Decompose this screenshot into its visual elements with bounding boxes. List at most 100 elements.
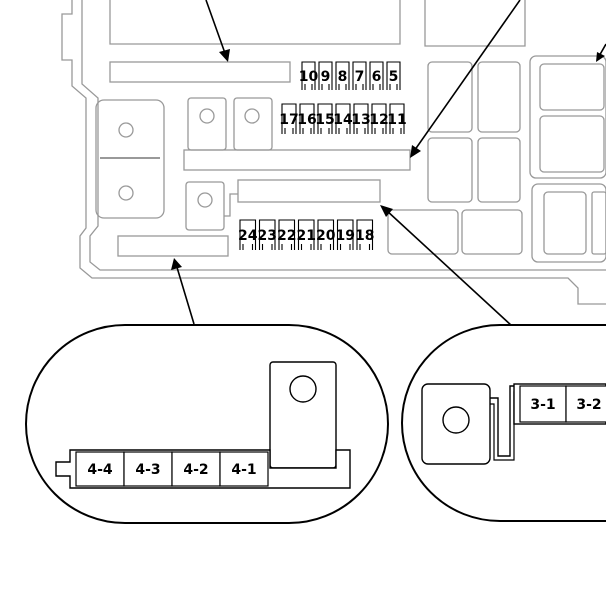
terminal-cell-label: 3-1: [530, 397, 555, 413]
inset-3-terminal-hole: [442, 406, 470, 434]
fuse-number-label: 22: [277, 228, 296, 244]
fuse-number-label: 8: [338, 69, 348, 85]
terminal-post-c-bus: [224, 193, 238, 217]
leader-inset-4: [175, 263, 195, 325]
fuse-number-label: 17: [279, 112, 298, 128]
inset-3-cells: 3-1 3-2: [519, 385, 606, 423]
terminal-post-a-hole: [199, 108, 215, 124]
terminal-cell: [171, 451, 221, 487]
leader-inset-4-arrowhead: [171, 258, 182, 270]
terminal-post-c-hole: [197, 192, 213, 208]
fuse-number-label: 12: [369, 112, 388, 128]
left-mount-hole-bottom: [118, 185, 134, 201]
inset-3-frame: [401, 324, 606, 522]
fuse-slot-outline: [299, 103, 315, 134]
fuse-slot-outline: [317, 103, 333, 134]
fuse-number-label: 15: [315, 112, 334, 128]
terminal-cell-label: 4-2: [183, 462, 208, 478]
terminal-cell: [123, 451, 173, 487]
fuse-slot-outline: [356, 219, 374, 250]
leader-lines: [171, 0, 606, 327]
fuse-number-label: 20: [316, 228, 336, 244]
fuse-slot-outline: [371, 103, 387, 134]
fuse-number-label: 11: [387, 112, 406, 128]
fuse-number-label: 24: [238, 228, 258, 244]
fuse-slot-outline: [318, 61, 333, 90]
fuse-number-label: 9: [321, 69, 331, 85]
terminal-cell-label: 4-3: [135, 462, 160, 478]
fuse-number-label: 13: [351, 112, 370, 128]
fuse-slot-outline: [369, 61, 384, 90]
fuse-slot-outline: [352, 61, 367, 90]
fuse-number-label: 14: [333, 112, 353, 128]
left-mount-hole-top: [118, 122, 134, 138]
relay-a: [427, 61, 473, 133]
relay-d: [477, 137, 521, 203]
relay-b: [477, 61, 521, 133]
fuse-slot-outline: [389, 103, 405, 134]
bus-bar-upper: [109, 61, 291, 83]
fuse-number-label: 7: [355, 69, 365, 85]
relay-e: [387, 209, 459, 255]
fuse-slot-outline: [336, 219, 354, 250]
housing-outer-outline: [61, 0, 606, 305]
fuse-slot-outline: [386, 61, 401, 90]
right-relay-upper: [539, 63, 605, 111]
terminal-cell: [219, 451, 269, 487]
terminal-post-c: [185, 181, 225, 231]
fuse-slot-outline: [335, 103, 351, 134]
terminal-post-a: [187, 97, 227, 151]
bus-bar-lower-right: [237, 179, 381, 203]
right-relay-lower: [539, 115, 605, 173]
fuse-slot-outline: [297, 219, 315, 250]
right-connector-left: [543, 191, 587, 255]
terminal-cell-label: 3-2: [576, 397, 601, 413]
leader-upper-bus: [205, 0, 227, 57]
fuse-number-label: 5: [389, 69, 399, 85]
fuse-number-label: 21: [297, 228, 316, 244]
terminal-post-b-hole: [244, 108, 260, 124]
inset-4-callout: 4-4 4-3 4-2 4-1: [25, 324, 389, 524]
fuse-slot-outline: [239, 219, 257, 250]
terminal-cell: [519, 385, 567, 423]
fuse-slot-outline: [278, 219, 296, 250]
terminal-post-b: [233, 97, 273, 151]
fuse-slot-outline: [353, 103, 369, 134]
leader-right-relay-arrowhead: [596, 52, 605, 62]
fuse-box-housing: [61, 0, 606, 305]
terminal-cell: [565, 385, 606, 423]
top-right-cavity: [424, 0, 526, 47]
relay-c: [427, 137, 473, 203]
inset-3-bus-strap: [490, 385, 518, 457]
relay-f: [461, 209, 523, 255]
bus-bar-lower-left: [117, 235, 229, 257]
fuse-number-label: 10: [299, 69, 319, 85]
right-relay-frame: [529, 55, 606, 179]
inset-4-cells: 4-4 4-3 4-2 4-1: [75, 451, 269, 487]
inset-4-terminal-hole: [289, 375, 317, 403]
leader-upper-bus-arrowhead: [219, 49, 230, 62]
fuse-slot-outline: [317, 219, 335, 250]
fuse-number-label: 19: [336, 228, 355, 244]
terminal-cell-label: 4-4: [87, 462, 113, 478]
inset-3-callout: 3-1 3-2: [401, 324, 606, 522]
housing-inner-outline: [81, 0, 606, 271]
fuse-slot-outline: [258, 219, 276, 250]
right-connector-frame: [531, 183, 606, 263]
fuse-slot-outline: [281, 103, 297, 134]
terminal-cell: [75, 451, 125, 487]
fuse-slot-outline: [335, 61, 350, 90]
leader-middle-bus-arrowhead: [410, 145, 421, 158]
fuse-number-label: 18: [355, 228, 374, 244]
leader-inset-3-arrowhead: [380, 205, 393, 217]
fuse-slot-outline: [301, 61, 316, 90]
terminal-cell-label: 4-1: [231, 462, 256, 478]
fuse-number-label: 23: [258, 228, 277, 244]
left-mount-panel: [95, 99, 165, 219]
leader-middle-bus: [411, 0, 521, 155]
fuse-number-label: 16: [297, 112, 316, 128]
